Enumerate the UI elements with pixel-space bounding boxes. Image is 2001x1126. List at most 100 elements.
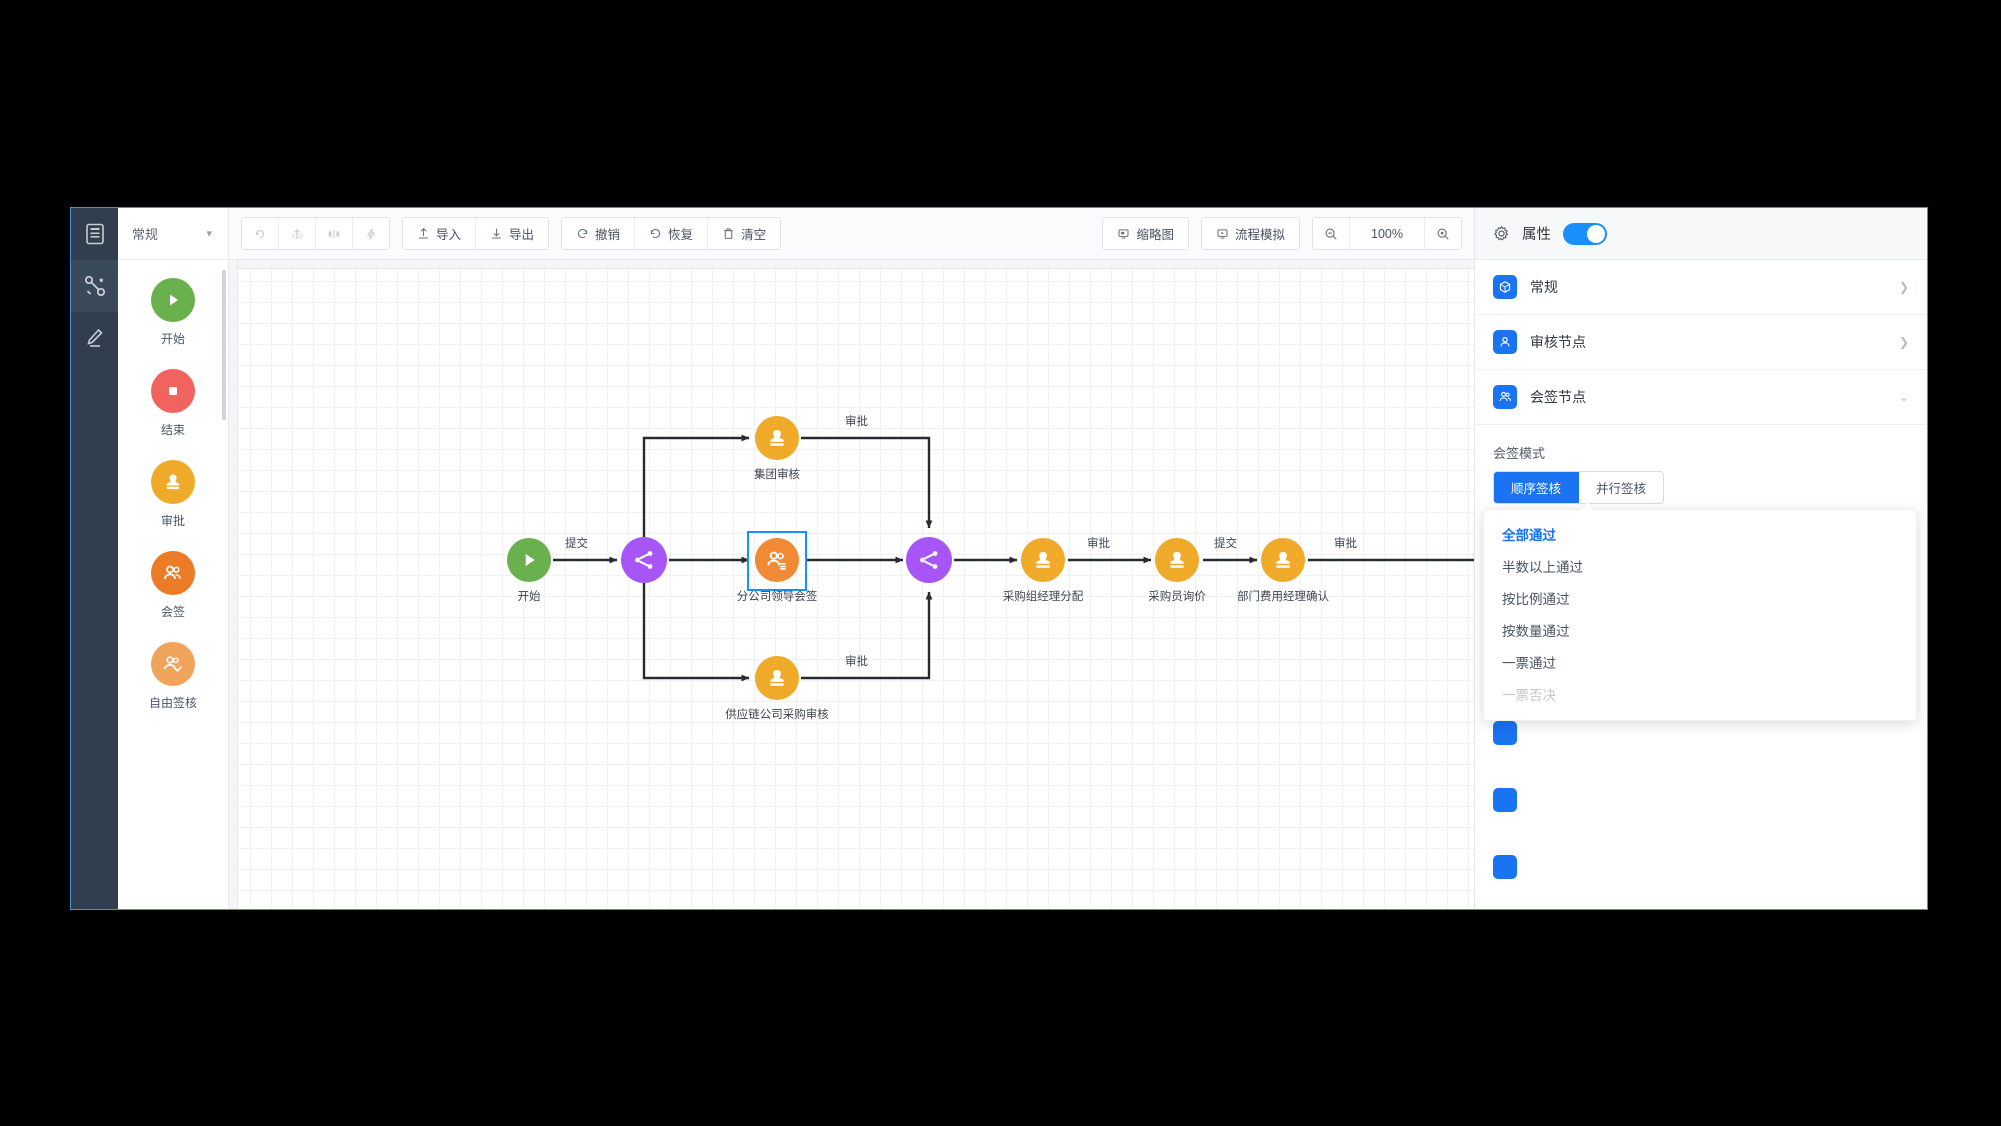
node-selection-box[interactable] [747, 531, 807, 591]
palette-item-approve[interactable]: 审批 [118, 460, 228, 529]
undo-button-label: 撤销 [595, 228, 621, 242]
left-icon-rail [71, 208, 118, 909]
mode-sequential[interactable]: 顺序签核 [1494, 472, 1580, 503]
toolbar-undo-arrow-button[interactable] [242, 218, 279, 249]
toolbar-group-simulate: 流程模拟 [1200, 217, 1300, 250]
start-node-circle [507, 538, 551, 582]
approve-node-circle [755, 656, 799, 700]
users-icon [1499, 391, 1511, 402]
zoom-out-icon [1325, 228, 1337, 240]
node-label: 供应链公司采购审核 [725, 709, 829, 721]
chevron-right-icon: ❯ [1898, 335, 1909, 349]
redo-button[interactable]: 恢复 [635, 218, 709, 249]
countersign-mode-label: 会签模式 [1493, 446, 1546, 461]
palette-item-start[interactable]: 开始 [118, 278, 228, 347]
node-gateway-2[interactable] [906, 537, 952, 583]
toolbar-distribute-button[interactable] [316, 218, 353, 249]
cube-icon-badge [1493, 275, 1517, 299]
approve-node-circle [755, 416, 799, 460]
node-label: 分公司领导会签 [736, 591, 818, 603]
node-label: 部门费用经理确认 [1237, 591, 1329, 603]
palette-scrollbar[interactable] [222, 270, 226, 420]
properties-toggle[interactable] [1563, 222, 1607, 245]
stamp-icon [770, 429, 784, 446]
palette-item-free-sign[interactable]: 自由签核 [118, 642, 228, 711]
flow-canvas[interactable]: 提交 审批 审批 审批 提交 审批 开始 [229, 260, 1474, 909]
undo-icon [577, 228, 588, 239]
clear-button[interactable]: 清空 [708, 218, 781, 249]
rail-item-form-panel[interactable] [71, 208, 118, 260]
zoom-in-button[interactable] [1425, 218, 1461, 249]
thumbnail-button-label: 缩略图 [1136, 228, 1174, 242]
stop-icon [169, 387, 177, 395]
node-start[interactable]: 开始 [469, 538, 589, 604]
approve-node-circle [1261, 538, 1305, 582]
chevron-right-icon: ❯ [1898, 280, 1909, 294]
export-icon [492, 228, 501, 239]
redo-button-label: 恢复 [668, 228, 694, 242]
toolbar-group-history: 撤销 恢复 清空 [561, 217, 782, 250]
play-icon [525, 553, 535, 567]
node-dept-cost-manager-confirm[interactable]: 部门费用经理确认 [1223, 538, 1343, 604]
import-button[interactable]: 导入 [403, 218, 477, 249]
node-group-review[interactable]: 集团审核 [717, 416, 837, 482]
ratio-option-by-ratio[interactable]: 按比例通过 [1502, 592, 1570, 607]
node-label: 采购员询价 [1148, 591, 1206, 603]
properties-title: 属性 [1522, 227, 1551, 243]
branch-icon [635, 551, 653, 569]
node-branch-countersign[interactable]: 分公司领导会签 [717, 538, 837, 604]
rail-item-flow-panel[interactable] [71, 260, 118, 312]
redo-icon [650, 228, 661, 239]
section-countersign-node[interactable]: 会签节点 ⌄ [1475, 370, 1927, 425]
palette-item-end[interactable]: 结束 [118, 369, 228, 438]
node-gateway-1[interactable] [621, 537, 667, 583]
zoom-level[interactable]: 100% [1350, 218, 1425, 249]
section-badge-obscured[interactable] [1493, 788, 1517, 812]
ratio-option-one-pass[interactable]: 一票通过 [1502, 656, 1556, 671]
undo-button[interactable]: 撤销 [562, 218, 636, 249]
section-general[interactable]: 常规 ❯ [1475, 260, 1927, 315]
editor-center: 导入 导出 撤销 [229, 208, 1474, 909]
flow-designer-window: 常规 ▾ 开始 结束 [70, 207, 1928, 910]
free-sign-node-swatch [151, 642, 195, 686]
export-button[interactable]: 导出 [476, 218, 549, 249]
ratio-option-all[interactable]: 全部通过 [1502, 528, 1556, 543]
play-icon [170, 294, 178, 306]
ratio-option-by-count[interactable]: 按数量通过 [1502, 624, 1570, 639]
thumbnail-button[interactable]: 缩略图 [1103, 218, 1188, 249]
approve-node-circle [1021, 538, 1065, 582]
palette-group-header[interactable]: 常规 ▾ [118, 208, 228, 260]
clear-button-label: 清空 [741, 228, 767, 242]
export-button-label: 导出 [509, 228, 535, 242]
palette-item-countersign[interactable]: 会签 [118, 551, 228, 620]
palette-item-label: 开始 [160, 332, 185, 346]
toolbar-lightning-button[interactable] [353, 218, 389, 249]
palette-group-label: 常规 [132, 227, 159, 242]
section-review-node[interactable]: 审核节点 ❯ [1475, 315, 1927, 370]
node-buyer-quote[interactable]: 采购员询价 [1117, 538, 1237, 604]
end-node-swatch [151, 369, 195, 413]
chevron-down-icon: ▾ [206, 228, 212, 240]
branch-icon [920, 551, 938, 569]
palette-body: 开始 结束 审批 [118, 260, 228, 909]
import-icon [419, 227, 428, 239]
stamp-icon [166, 474, 180, 490]
edge-label: 提交 [1214, 538, 1237, 550]
rail-item-pen-panel[interactable] [71, 312, 118, 364]
ratio-option-majority[interactable]: 半数以上通过 [1502, 560, 1583, 575]
toolbar-align-button[interactable] [279, 218, 316, 249]
section-badge-obscured[interactable] [1493, 721, 1517, 745]
user-icon [1500, 337, 1510, 347]
section-badge-obscured[interactable] [1493, 855, 1517, 879]
countersign-mode-group: 顺序签核 并行签核 [1493, 471, 1665, 504]
node-purchase-manager-assign[interactable]: 采购组经理分配 [983, 538, 1103, 604]
node-supply-review[interactable]: 供应链公司采购审核 [717, 656, 837, 722]
palette-item-label: 结束 [160, 423, 185, 437]
toolbar-group-io: 导入 导出 [402, 217, 550, 250]
edge-label: 审批 [845, 656, 868, 668]
simulate-button[interactable]: 流程模拟 [1201, 218, 1299, 249]
chevron-down-icon: ⌄ [1898, 390, 1909, 404]
mode-parallel[interactable]: 并行签核 [1596, 482, 1647, 496]
zoom-out-button[interactable] [1313, 218, 1350, 249]
toolbar-group-align [241, 217, 390, 250]
